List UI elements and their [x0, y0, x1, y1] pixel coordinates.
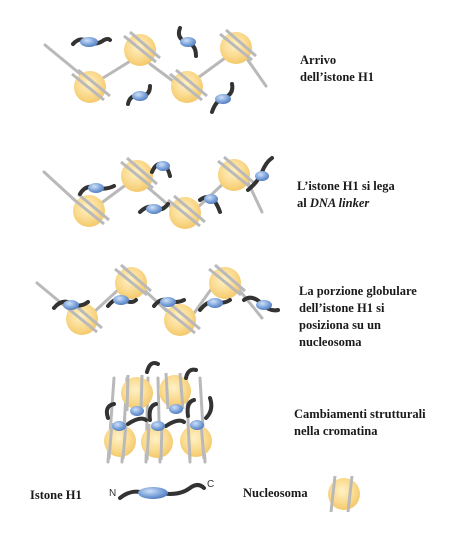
histone-h1-globular	[151, 421, 165, 431]
nucleosome	[217, 155, 255, 191]
histone-h1	[106, 295, 138, 308]
nucleosome	[159, 372, 191, 410]
step-3-line-3: posiziona su un	[299, 318, 381, 332]
nucleosome	[104, 422, 136, 460]
step-label-arrival: Arrivo dell’istone H1	[300, 52, 374, 86]
legend-nucleosome-icon	[328, 475, 360, 513]
histone-tail	[145, 361, 160, 374]
nucleosome	[208, 263, 246, 299]
step-1-line-1: Arrivo	[300, 53, 337, 67]
step-label-binding: L’istone H1 si lega al DNA linker	[297, 178, 395, 212]
nucleosomes	[64, 28, 257, 336]
histone-tail	[204, 396, 214, 420]
nucleosome	[219, 28, 257, 64]
histone-h1	[138, 202, 170, 214]
nucleosome	[64, 300, 103, 335]
histone-h1-globular	[169, 404, 183, 414]
histone-h1-binding	[78, 156, 274, 214]
histone-h1-globular	[112, 421, 126, 431]
legend-n-terminus: N	[109, 488, 117, 499]
histone-tail	[184, 367, 198, 380]
histone-h1	[126, 84, 152, 106]
dna-linker	[98, 182, 129, 206]
dna-linker	[190, 286, 214, 318]
histone-h1	[52, 299, 90, 310]
nucleosome	[169, 68, 208, 103]
step-label-positioning: La porzione globulare dell’istone H1 si …	[299, 283, 417, 351]
step-3-line-1: La porzione globulare	[299, 284, 417, 298]
step-4-line-2: nella cromatina	[294, 424, 378, 438]
histone-h1-globular	[130, 406, 144, 416]
nucleosome	[180, 422, 212, 460]
histone-h1	[150, 161, 172, 178]
histone-h1	[78, 183, 116, 196]
step-4-line-1: Cambiamenti strutturali	[294, 407, 426, 421]
dna-linker	[92, 288, 120, 314]
histone-tail	[104, 402, 116, 420]
legend-histone-h1-icon	[118, 483, 206, 500]
histone-h1	[246, 156, 274, 192]
histone-tail	[185, 398, 196, 418]
dna-linker	[193, 56, 227, 82]
step-2-line-1: L’istone H1 si lega	[297, 179, 395, 193]
step-2-line-2: al DNA linker	[297, 195, 395, 212]
histone-h1	[71, 37, 112, 47]
histone-h1	[242, 295, 280, 313]
dna-linker	[101, 58, 134, 80]
step-2-line-2-italic: DNA linker	[309, 196, 370, 210]
histone-h1-positioned	[52, 295, 280, 313]
nucleosome	[162, 301, 201, 336]
legend-c-terminus: C	[207, 479, 215, 490]
step-3-line-4: nucleosoma	[299, 335, 362, 349]
histone-tail	[126, 416, 148, 426]
step-3-line-2: dell’istone H1 si	[299, 301, 385, 315]
step-2-line-2-prefix: al	[297, 196, 310, 210]
histone-h1	[198, 194, 222, 214]
nucleosome	[71, 68, 111, 103]
histone-h1-free	[71, 26, 235, 114]
histone-tail	[164, 418, 186, 428]
histone-h1	[198, 298, 232, 312]
histone-h1	[176, 26, 198, 58]
nucleosome	[121, 374, 153, 412]
legend-nucleosome-label: Nucleosoma	[243, 486, 308, 500]
histone-h1	[210, 82, 235, 114]
legend-histone-label: Istone H1	[30, 488, 82, 502]
dna-linker	[234, 284, 264, 320]
nucleosome	[71, 192, 110, 227]
histone-h1	[152, 297, 186, 308]
step-1-line-2: dell’istone H1	[300, 70, 374, 84]
step-label-structural-change: Cambiamenti strutturali nella cromatina	[294, 406, 426, 440]
nucleosome	[120, 156, 158, 192]
dna-linker	[243, 54, 268, 88]
condensed-chromatin	[104, 361, 214, 464]
nucleosome	[167, 194, 206, 229]
nucleosome	[114, 263, 152, 299]
histone-h1-globular	[190, 420, 204, 430]
histone-tail	[147, 402, 158, 422]
nucleosome	[123, 30, 161, 66]
